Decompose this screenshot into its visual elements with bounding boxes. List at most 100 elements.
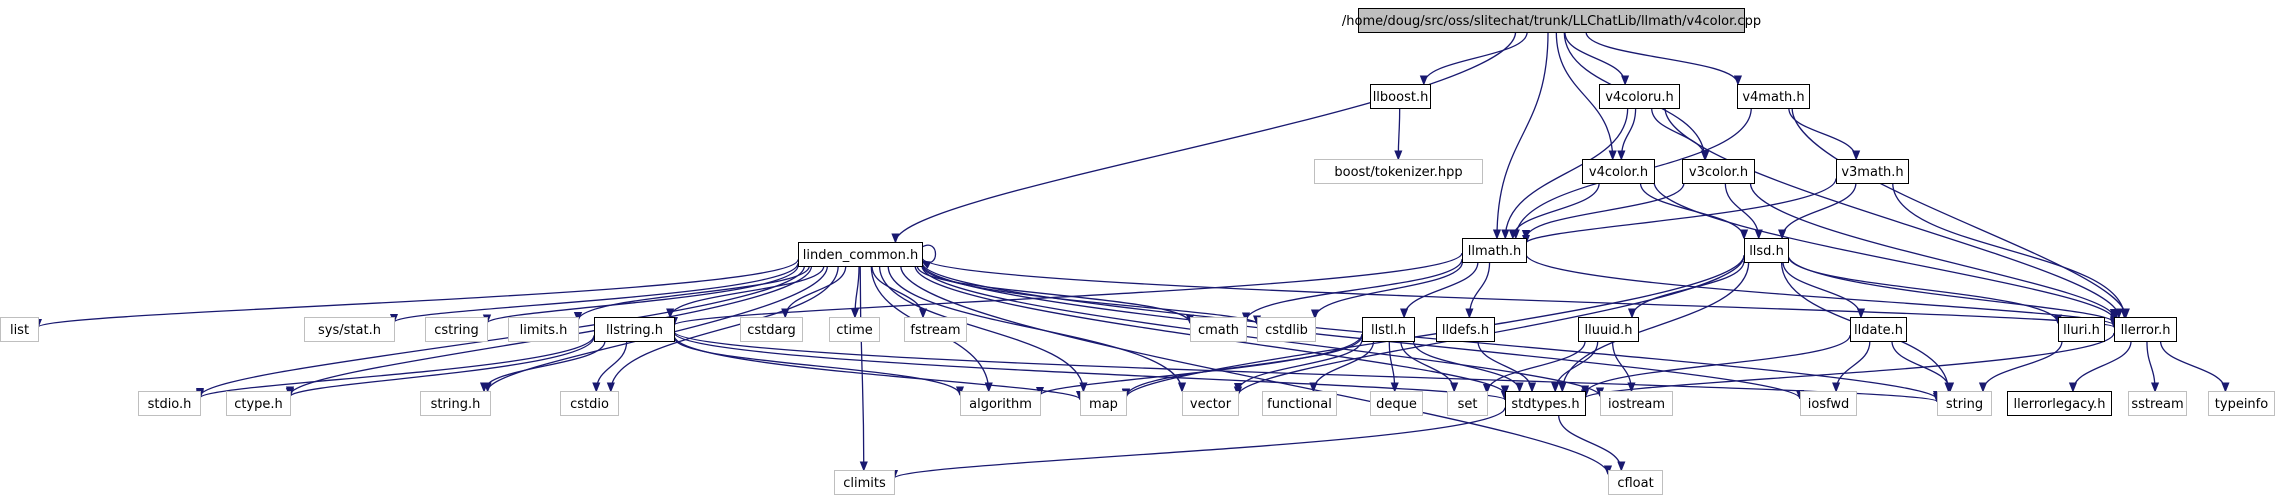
node-linden[interactable]: linden_common.h [798, 242, 923, 267]
node-box [834, 470, 895, 495]
node-v3color[interactable]: v3color.h [1682, 159, 1755, 184]
node-fstream: fstream [904, 317, 967, 342]
node-label: llsd.h [1749, 244, 1784, 259]
node-label: fstream [910, 323, 960, 338]
node-box [425, 317, 488, 342]
edge-root-to-v4coloru [1564, 31, 1625, 84]
node-box [1080, 391, 1127, 416]
edge-root-to-v4math [1585, 31, 1738, 84]
node-box [226, 391, 291, 416]
node-llstring[interactable]: llstring.h [594, 317, 675, 342]
node-box [1436, 317, 1495, 342]
node-box [1800, 391, 1857, 416]
node-box [1608, 470, 1663, 495]
node-box [0, 317, 39, 342]
edge-linden-to-climits [860, 265, 864, 470]
edge-llsd-to-llerror [1787, 254, 2114, 324]
edge-v3math-to-llmath [1526, 178, 1837, 244]
node-label: set [1458, 397, 1478, 412]
node-box [1358, 8, 1745, 33]
edge-llstl-to-functional [1313, 340, 1375, 391]
node-label: sys/stat.h [318, 323, 381, 338]
node-label: typeinfo [2215, 397, 2268, 412]
node-v4math[interactable]: v4math.h [1737, 84, 1810, 109]
node-box [1257, 317, 1316, 342]
node-label: llmath.h [1468, 244, 1522, 259]
node-label: stdtypes.h [1511, 397, 1579, 412]
node-label: cstring [434, 323, 478, 338]
edge-llerror-to-sstream [2146, 340, 2155, 391]
edge-llerror-to-llerrorlegacy [2073, 340, 2132, 391]
node-lluri[interactable]: lluri.h [2058, 317, 2105, 342]
node-box [508, 317, 579, 342]
edge-lluuid-to-set [1487, 340, 1586, 393]
edge-linden-to-string [921, 262, 1937, 399]
node-box [1262, 391, 1337, 416]
node-box [740, 317, 803, 342]
node-box [1600, 391, 1673, 416]
node-label: llboost.h [1373, 90, 1429, 105]
edge-lldate-to-stdtypes [1585, 335, 1851, 394]
edge-llstl-to-set [1400, 340, 1454, 391]
edge-linden-to-map [878, 265, 1084, 391]
node-functional: functional [1262, 391, 1337, 416]
edge-v4math-to-llerror [1791, 107, 2126, 317]
node-label: llstl.h [1371, 323, 1406, 338]
edge-linden-to-linden [922, 244, 936, 263]
edge-llmath-to-cmath [1246, 258, 1463, 321]
node-iosfwd: iosfwd [1800, 391, 1857, 416]
node-box [1447, 391, 1488, 416]
node-llstl[interactable]: llstl.h [1362, 317, 1415, 342]
edge-linden-to-ctime [855, 265, 860, 317]
node-v3math[interactable]: v3math.h [1836, 159, 1909, 184]
node-stdtypes[interactable]: stdtypes.h [1505, 391, 1586, 416]
node-deque: deque [1370, 391, 1423, 416]
node-v4coloru[interactable]: v4coloru.h [1599, 84, 1680, 109]
edge-llmath-to-lldefs [1469, 261, 1491, 317]
node-box [2208, 391, 2275, 416]
node-algorithm: algorithm [960, 391, 1041, 416]
node-cmath: cmath [1190, 317, 1247, 342]
node-llsd[interactable]: llsd.h [1744, 238, 1789, 263]
edge-stdtypes-to-climits [894, 407, 1506, 479]
node-label: list [10, 323, 29, 338]
edge-lldate-to-string [1891, 340, 1950, 391]
node-label: llerrorlegacy.h [2014, 397, 2106, 412]
edge-llmath-to-llstl [1404, 261, 1479, 317]
edge-lluuid-to-stdtypes [1555, 340, 1599, 391]
node-stdioh: stdio.h [138, 391, 201, 416]
node-root[interactable]: /home/doug/src/oss/slitechat/trunk/LLCha… [1342, 8, 1761, 33]
edge-linden-to-stdioh [200, 265, 805, 396]
edge-llstl-to-deque [1388, 340, 1394, 391]
node-box [1737, 84, 1810, 109]
node-label: llerror.h [2121, 323, 2171, 338]
edge-llstring-to-string [673, 330, 1937, 401]
node-llerrorlegacy[interactable]: llerrorlegacy.h [2007, 391, 2112, 416]
node-box [1370, 84, 1431, 109]
node-llmath[interactable]: llmath.h [1462, 238, 1527, 263]
edge-v4coloru-to-v3color [1650, 107, 1706, 159]
node-label: linden_common.h [803, 248, 918, 263]
node-label: lldate.h [1854, 323, 1903, 338]
edge-llmath-to-cstdlib [1315, 261, 1464, 318]
node-label: v3math.h [1841, 165, 1903, 180]
node-box [1937, 391, 1992, 416]
node-lldefs[interactable]: lldefs.h [1436, 317, 1495, 342]
edge-root-to-llmath [1497, 31, 1549, 238]
edge-lluri-to-string [1983, 340, 2063, 391]
node-cstdio: cstdio [560, 391, 619, 416]
edge-v4coloru-to-v4color [1621, 107, 1637, 159]
node-lluuid[interactable]: lluuid.h [1578, 317, 1639, 342]
edge-v3color-to-llerror [1749, 182, 2114, 318]
node-lldate[interactable]: lldate.h [1850, 317, 1907, 342]
node-llerror[interactable]: llerror.h [2114, 317, 2177, 342]
edge-v4coloru-to-llerror [1664, 107, 2119, 317]
node-label: v4color.h [1589, 165, 1648, 180]
edge-linden-to-list [38, 259, 799, 328]
edge-v3math-to-llsd [1782, 182, 1857, 238]
node-v4color[interactable]: v4color.h [1582, 159, 1655, 184]
node-llboost[interactable]: llboost.h [1370, 84, 1431, 109]
node-box [798, 242, 923, 267]
node-cfloat: cfloat [1608, 470, 1663, 495]
edge-lldate-to-iosfwd [1836, 340, 1871, 391]
